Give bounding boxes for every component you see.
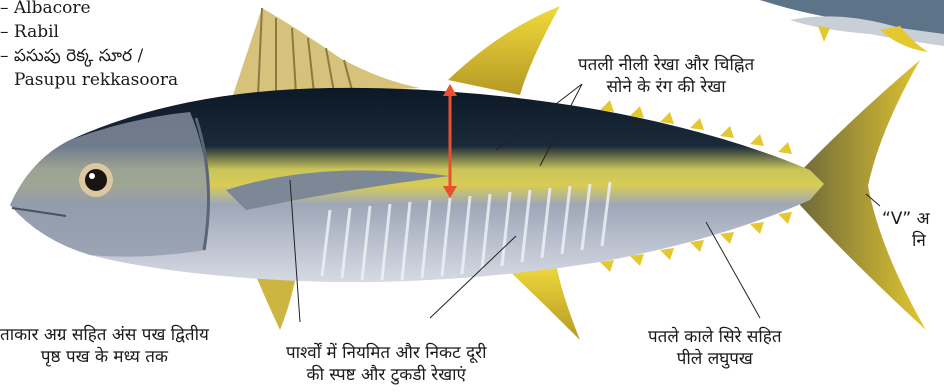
common-names: – Albacore – Rabil – పసుపు రెక్క సూర / P… xyxy=(0,0,178,92)
pectoral-fin-label: ताकार अग्र सहित अंस पख द्वितीय पृष्ठ पख … xyxy=(0,324,209,368)
common-name-2: – Rabil xyxy=(0,20,178,44)
anal-fin xyxy=(500,262,580,340)
tail-notch-label: “V” अ नि xyxy=(882,208,930,252)
caudal-fin xyxy=(800,60,926,330)
common-name-1: – Albacore xyxy=(0,0,178,20)
lateral-line-label: पतली नीली रेखा और चिह्नित सोने के रंग की… xyxy=(578,54,754,98)
second-dorsal-fin xyxy=(448,6,560,95)
flank-lines-label: पार्श्वों में नियमित और निकट दूरी की स्प… xyxy=(286,342,486,386)
common-name-4: Pasupu rekkasoora xyxy=(14,68,178,92)
common-name-3: – పసుపు రెక్క సూర / xyxy=(0,44,178,68)
finlets-label: पतले काले सिरे सहित पीले लघुपख xyxy=(648,326,782,370)
secondary-fish xyxy=(760,0,944,52)
